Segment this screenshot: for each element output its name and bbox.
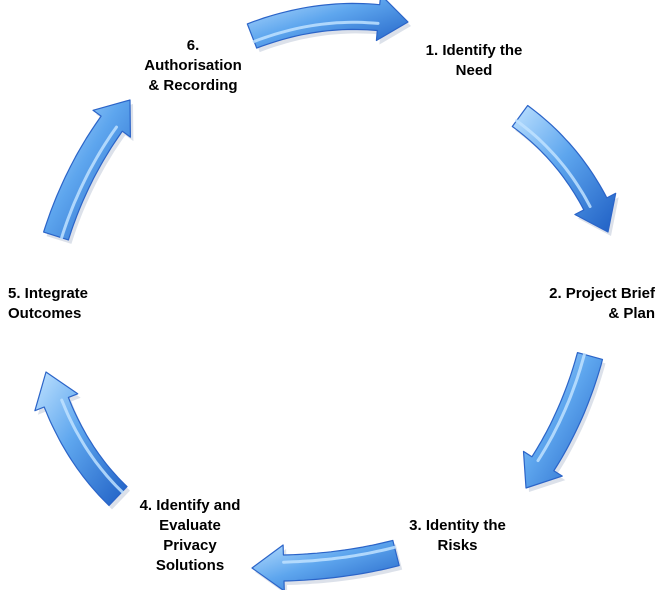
arrow-2-to-3-body [522, 352, 604, 489]
arrow-3-to-4 [251, 539, 403, 590]
arrow-6-to-1-highlight [252, 20, 380, 43]
arrow-2-to-3 [522, 352, 606, 492]
arrow-5-to-6-highlight [60, 125, 118, 240]
arrow-3-to-4-body [251, 539, 400, 590]
step-6-label: 6. Authorisation & Recording [144, 37, 242, 94]
step-1-label: 1. Identify the Need [425, 42, 523, 79]
arrow-4-to-5 [34, 371, 130, 510]
arrow-6-to-1 [246, 0, 411, 53]
arrow-5-to-6-body [43, 99, 131, 241]
step-4-label: 4. Identify and Evaluate Privacy Solutio… [139, 497, 241, 574]
arrow-2-to-3-highlight [536, 353, 586, 463]
step-2-label: 2. Project Brief & Plan [549, 285, 655, 322]
step-5-label: 5. Integrate Outcomes [8, 285, 89, 322]
step-3-label: 3. Identity the Risks [409, 517, 506, 554]
arrow-1-to-2-body [511, 104, 617, 233]
arrow-1-to-2 [511, 104, 619, 236]
arrow-3-to-4-highlight [282, 545, 396, 564]
arrow-5-to-6 [43, 99, 134, 244]
arrow-4-to-5-highlight [60, 398, 124, 494]
arrow-1-to-2-highlight [515, 119, 592, 209]
